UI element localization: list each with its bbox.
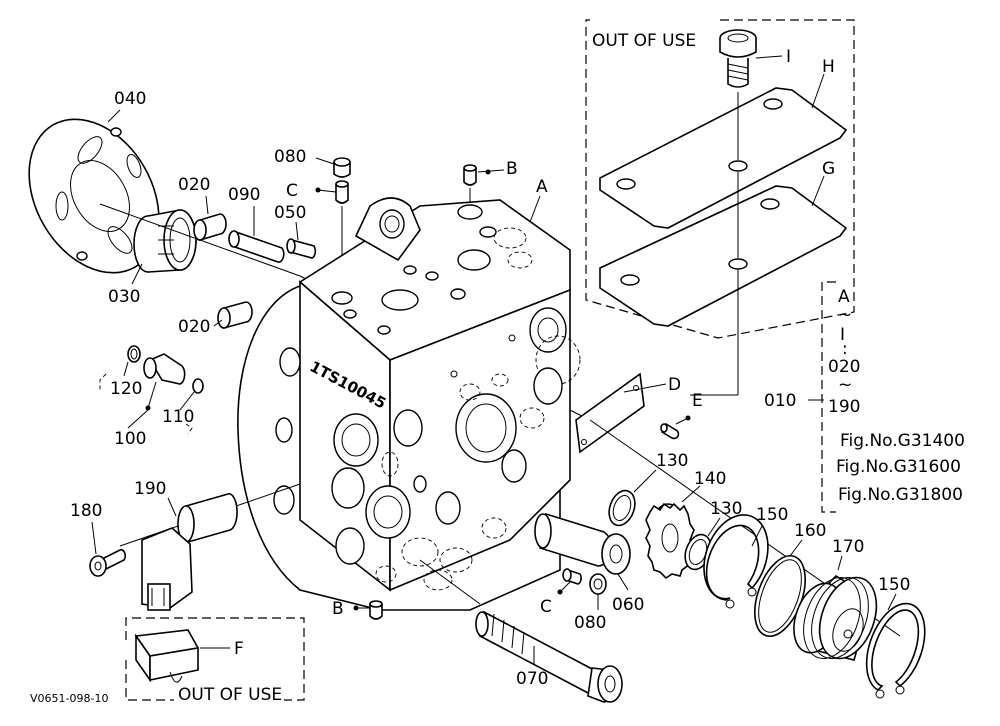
label-180: 180 [70,501,102,521]
out-of-use-label-top: OUT OF USE [592,31,696,51]
label-020-lower: 020 [178,317,210,337]
label-080-bottom: 080 [574,613,606,633]
label-c-top: C [286,181,298,201]
out-of-use-box-top: OUT OF USE I [585,19,855,396]
range-colon: : [842,339,848,359]
pin-020-upper: 020 [178,175,227,242]
adapter-100: 120 110 100 [99,345,204,449]
plate-h [599,87,848,229]
cover-d: D [575,372,681,454]
oring-130-left: 130 [608,451,688,527]
label-020-upper: 020 [178,175,210,195]
label-070: 070 [516,669,548,689]
label-140: 140 [694,469,726,489]
label-170: 170 [832,537,864,557]
out-of-use-label-bottom: OUT OF USE [178,685,282,705]
label-a: A [536,177,548,197]
cap-f [134,629,200,683]
label-g: G [822,159,835,179]
plug-b-bottom: B [332,599,383,620]
out-of-use-box-bottom: OUT OF USE F [125,617,305,705]
valve-housing-a: 1TS10045 A [237,177,581,611]
fig-ref-3: Fig.No.G31800 [838,485,963,505]
bolt-180: 180 [70,501,126,577]
gasket-g [599,185,848,327]
range-tilde-2: ~ [838,375,852,395]
label-040: 040 [114,89,146,109]
label-100: 100 [114,429,146,449]
bolt-e: E [660,391,703,440]
pin-020-lower: 020 [178,301,253,337]
range-tilde-1: ~ [838,305,852,325]
label-090: 090 [228,185,260,205]
label-050: 050 [274,203,306,223]
label-b-top: B [506,159,518,179]
plug-170: 170 [793,537,878,661]
plate-040: 040 [28,89,160,274]
range-a: A [838,287,850,307]
label-130-right: 130 [710,499,742,519]
snap-ring-150-right: 150 [865,575,926,699]
plug-c-top: C [286,180,349,292]
label-h: H [822,57,835,77]
label-010: 010 [764,391,796,411]
label-150-left: 150 [756,505,788,525]
label-190: 190 [134,479,166,499]
label-130-left: 130 [656,451,688,471]
figure-id: V0651-098-10 [30,692,108,705]
fig-ref-1: Fig.No.G31400 [840,431,965,451]
label-d: D [668,375,681,395]
label-110: 110 [162,407,194,427]
label-e: E [692,391,703,411]
label-080-top: 080 [274,147,306,167]
label-120: 120 [110,379,142,399]
range-note: A ~ I : 020 ~ 190 010 Fig.No.G31400 Fig.… [764,281,965,513]
label-b-bottom: B [332,599,344,619]
label-c-bottom: C [540,597,552,617]
range-190: 190 [828,397,860,417]
plug-080-top: 080 [274,147,351,178]
range-i: I [840,325,845,345]
bolt-070: 070 [419,559,623,703]
plug-c-bottom: C [540,568,582,617]
snap-ring-150-left: 150 [703,505,788,609]
label-i: I [786,47,791,67]
sensor-190: 190 [119,479,301,611]
plug-080-bottom: 080 [574,573,607,633]
label-f: F [234,639,244,659]
fig-ref-2: Fig.No.G31600 [836,457,961,477]
label-030: 030 [108,287,140,307]
label-150-right: 150 [878,575,910,595]
bolt-i [719,29,757,88]
range-020: 020 [828,357,860,377]
label-060: 060 [612,595,644,615]
plug-060: 060 [534,512,644,615]
pin-090: 090 [228,185,285,263]
label-160: 160 [794,521,826,541]
pin-050: 050 [274,203,317,259]
plug-b-top: B [463,159,518,204]
